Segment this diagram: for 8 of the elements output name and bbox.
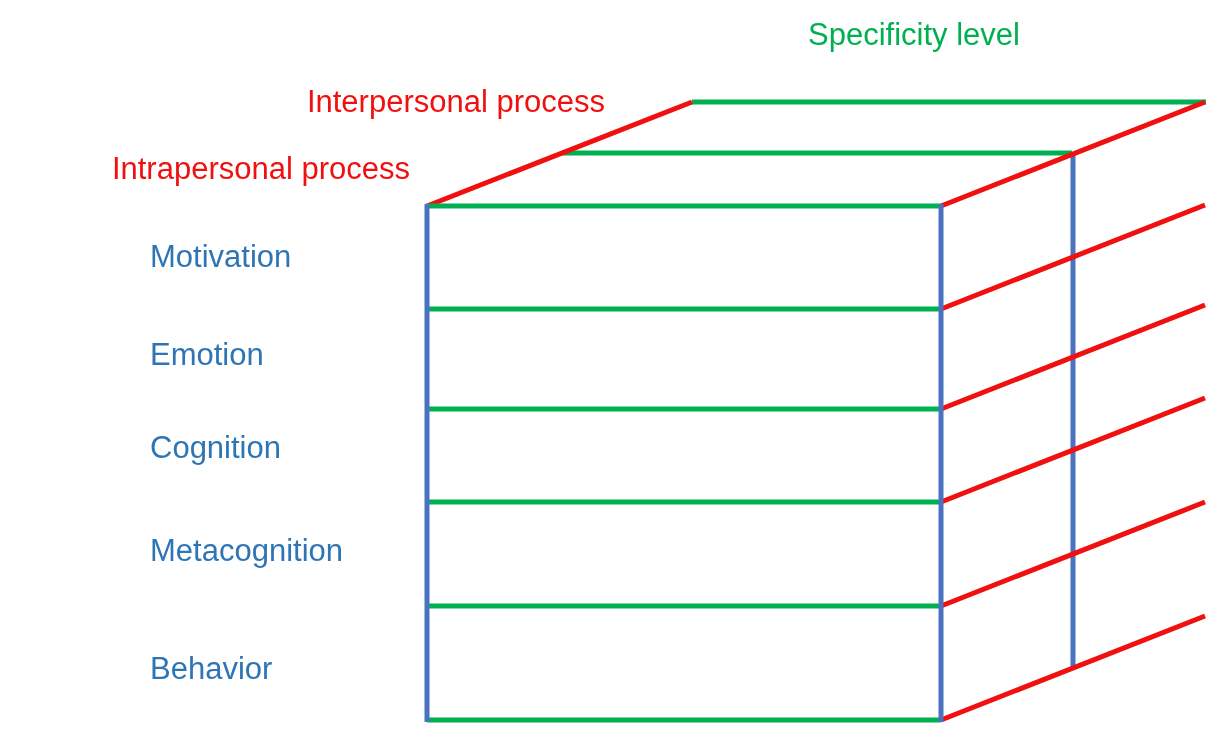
row-label: Metacognition — [150, 534, 343, 569]
axis-label: Intrapersonal process — [111, 152, 410, 187]
row-label: Behavior — [150, 652, 273, 687]
row-label: Cognition — [150, 431, 281, 466]
axis-label: Interpersonal process — [306, 85, 605, 120]
row-label: Motivation — [150, 240, 292, 275]
row-label: Emotion — [150, 338, 264, 373]
axis-label: Specificity level — [808, 18, 1020, 53]
